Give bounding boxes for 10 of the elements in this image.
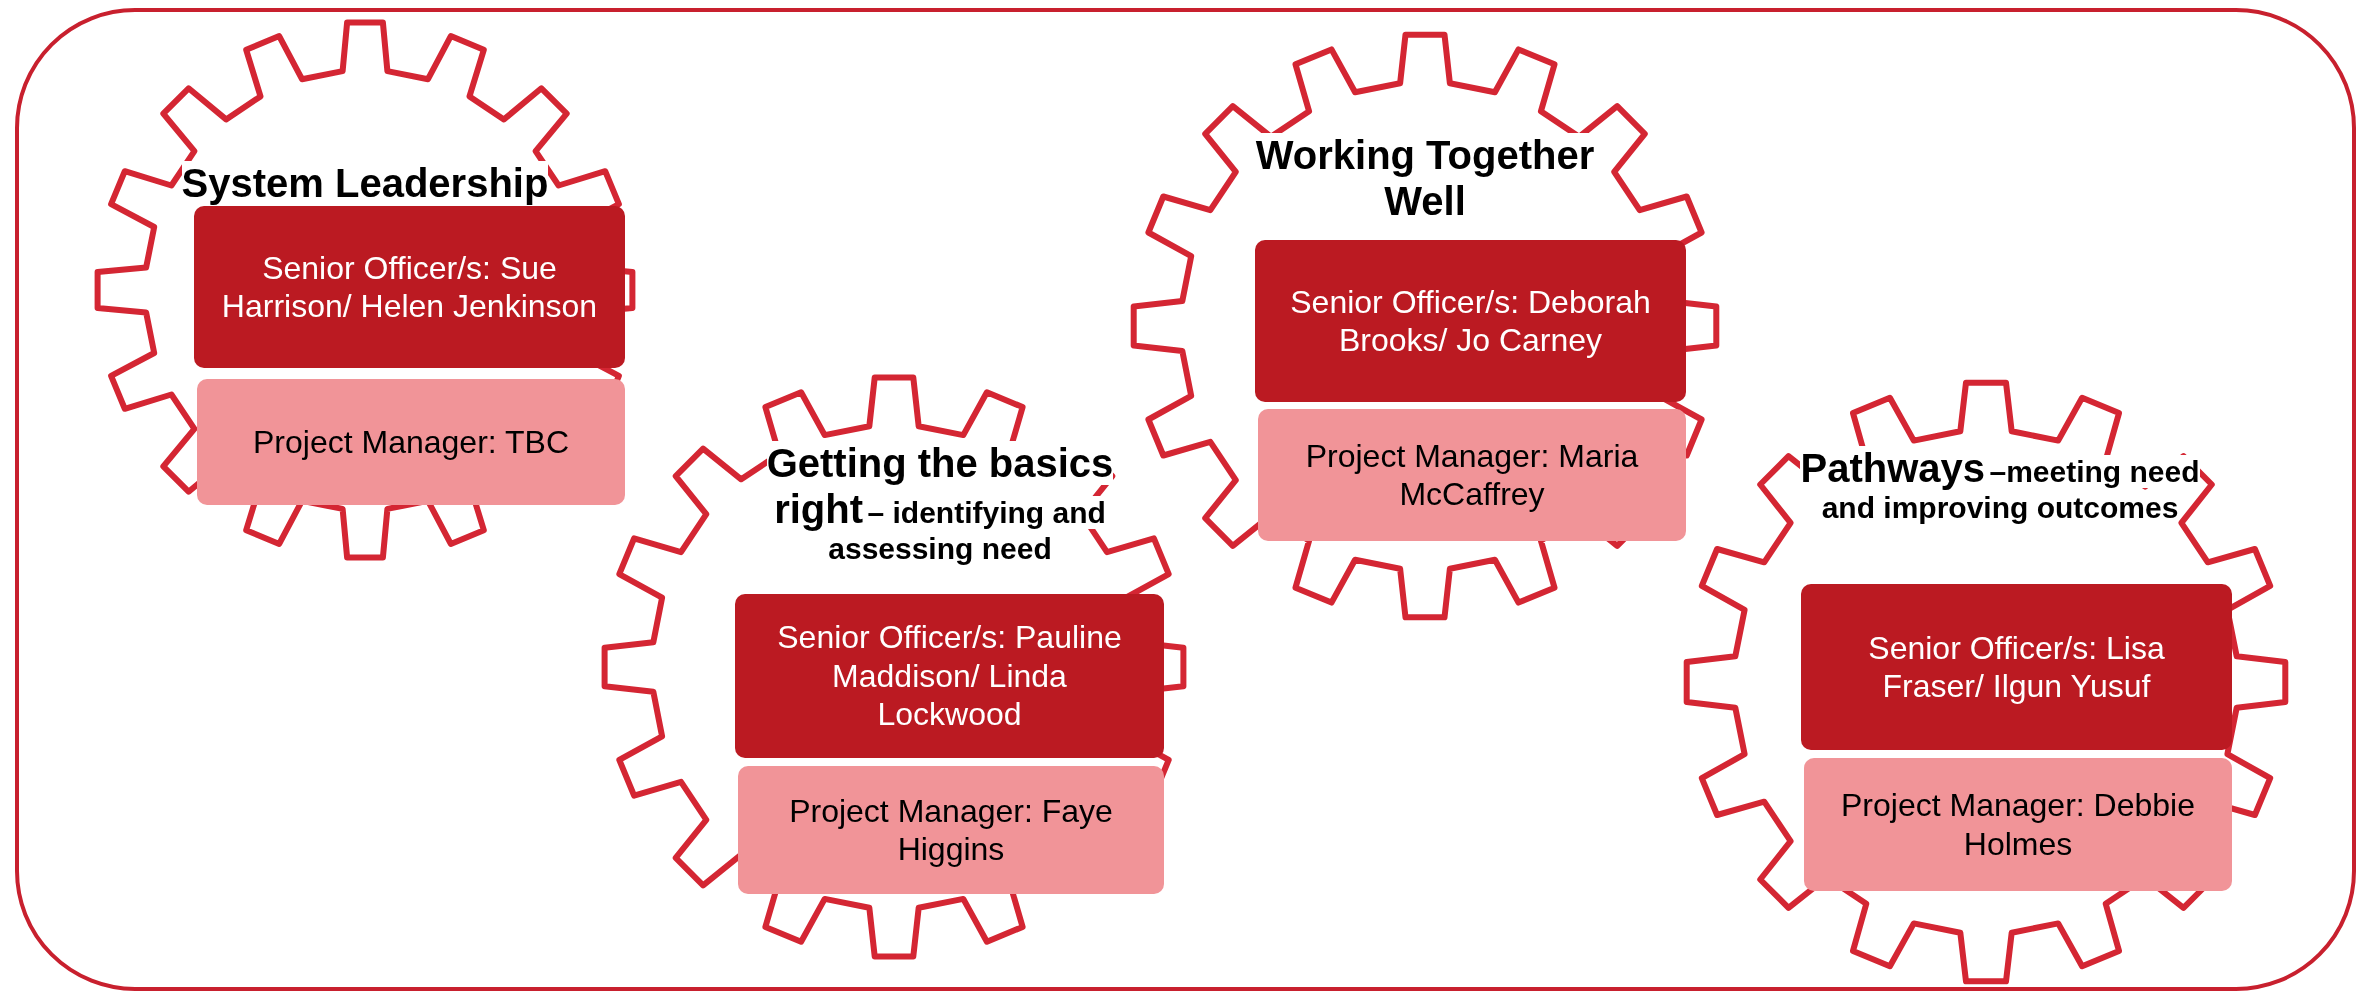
gear-title: Pathways — [1800, 446, 1985, 490]
manager-box: Project Manager: Maria McCaffrey — [1258, 409, 1686, 541]
manager-box: Project Manager: TBC — [197, 379, 625, 505]
manager-box: Project Manager: Debbie Holmes — [1804, 758, 2232, 891]
officer-box: Senior Officer/s: Lisa Fraser/ Ilgun Yusuf — [1801, 584, 2232, 750]
officer-box: Senior Officer/s: Deborah Brooks/ Jo Carney — [1255, 240, 1686, 402]
gear-title: System Leadership — [181, 161, 549, 205]
manager-box: Project Manager: Faye Higgins — [738, 766, 1164, 894]
officer-box: Senior Officer/s: Sue Harrison/ Helen Jenkinson — [194, 206, 625, 368]
officer-box: Senior Officer/s: Pauline Maddison/ Linda Lockwood — [735, 594, 1164, 758]
